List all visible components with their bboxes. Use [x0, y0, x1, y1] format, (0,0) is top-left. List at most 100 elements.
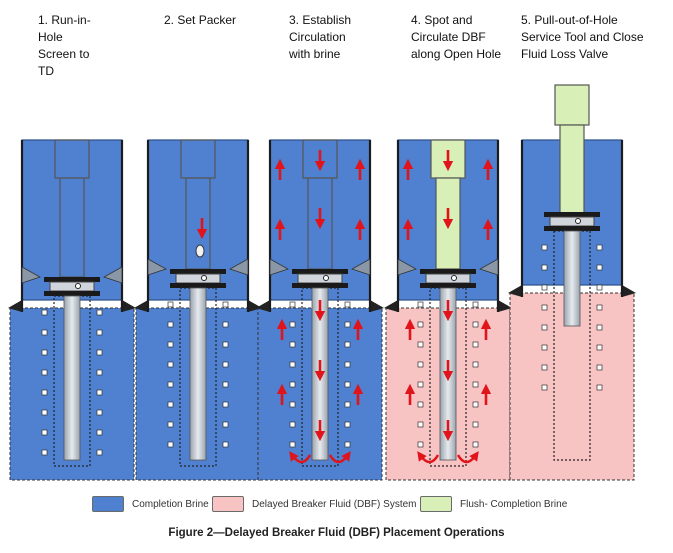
legend-completion-brine: Completion Brine: [92, 494, 209, 514]
work-string-box: [180, 139, 216, 179]
wellbore-step-3: [256, 139, 384, 481]
screen-port: [289, 421, 296, 428]
packer-bar-top: [170, 269, 226, 274]
slip-right: [479, 258, 499, 276]
work-string: [559, 124, 585, 226]
screen-port: [541, 344, 548, 351]
crossover-port: [75, 283, 81, 289]
step-3-title: 3. Establish Circulation with brine: [289, 13, 352, 61]
screen-port: [289, 341, 296, 348]
packer-body: [425, 273, 471, 284]
slip-right: [351, 258, 371, 276]
slip-left: [147, 258, 167, 276]
screen-port: [472, 361, 479, 368]
packer-bar-top: [544, 212, 600, 217]
screen-port: [96, 389, 103, 396]
screen-port: [596, 344, 603, 351]
slip-left: [21, 266, 41, 284]
casing-shoe-right: [622, 285, 636, 297]
screen-port: [541, 384, 548, 391]
slip-left: [269, 258, 289, 276]
screen-port: [417, 301, 424, 308]
packer-bar-top: [44, 277, 100, 282]
screen-port: [222, 381, 229, 388]
screen-port: [596, 264, 603, 271]
screen-port: [344, 361, 351, 368]
screen-port: [417, 381, 424, 388]
crossover-port: [451, 275, 457, 281]
screen-port: [167, 401, 174, 408]
casing-shoe-left: [8, 300, 22, 312]
step-4-title: 4. Spot and Circulate DBF along Open Hol…: [411, 13, 502, 61]
screen-port: [167, 361, 174, 368]
screen-port: [41, 329, 48, 336]
legend-label-flush: Flush- Completion Brine: [460, 498, 568, 510]
packer-bar-bottom: [292, 283, 348, 288]
screen-port: [222, 301, 229, 308]
work-string: [59, 177, 85, 278]
screen-port: [41, 349, 48, 356]
screen-port: [167, 321, 174, 328]
packer-bar-bottom: [420, 283, 476, 288]
screen-port: [472, 441, 479, 448]
screen-port: [472, 421, 479, 428]
casing-shoe-left: [508, 285, 522, 297]
slip-right: [103, 266, 123, 284]
slip-left: [397, 258, 417, 276]
return-arrow-right: [328, 451, 351, 464]
wellbore-step-5: [508, 84, 636, 481]
screen-port: [596, 384, 603, 391]
screen-port: [541, 244, 548, 251]
screen-port: [344, 421, 351, 428]
screen-port: [222, 361, 229, 368]
screen-port: [417, 401, 424, 408]
screen-port: [541, 324, 548, 331]
wellbore-step-4: [384, 139, 512, 481]
screen-port: [96, 369, 103, 376]
screen-port: [472, 381, 479, 388]
screen-port: [596, 244, 603, 251]
screen-port: [41, 389, 48, 396]
screen-port: [96, 409, 103, 416]
screen-port: [417, 421, 424, 428]
crossover-port: [575, 218, 581, 224]
screen-port: [344, 401, 351, 408]
return-arrow-left: [417, 451, 440, 464]
screen-port: [344, 321, 351, 328]
step-2-title: 2. Set Packer: [164, 13, 237, 27]
screen-port: [472, 401, 479, 408]
work-string-box: [430, 139, 466, 179]
wash-pipe: [563, 230, 581, 327]
wellbore-step-1: [8, 139, 136, 481]
packer-body: [175, 273, 221, 284]
screen-port: [289, 301, 296, 308]
screen-port: [167, 421, 174, 428]
screen-port: [96, 329, 103, 336]
screen-port: [222, 401, 229, 408]
casing-shoe-right: [498, 300, 512, 312]
screen-port: [417, 341, 424, 348]
legend-swatch-flush: [420, 496, 452, 512]
return-arrow-left: [289, 451, 312, 464]
screen-port: [541, 264, 548, 271]
legend-label-brine: Completion Brine: [132, 498, 209, 510]
screen-port: [596, 304, 603, 311]
screen-port: [417, 361, 424, 368]
screen-port: [289, 381, 296, 388]
step-5-title: 5. Pull-out-of-Hole Service Tool and Clo…: [521, 13, 644, 61]
screen-port: [167, 381, 174, 388]
work-string-box: [54, 139, 90, 179]
screen-port: [344, 381, 351, 388]
crossover-port: [323, 275, 329, 281]
packer-body: [549, 216, 595, 227]
casing-shoe-left: [256, 300, 270, 312]
wellbore-step-2: [134, 139, 262, 481]
legend-swatch-brine: [92, 496, 124, 512]
screen-port: [596, 364, 603, 371]
packer-body: [49, 281, 95, 292]
setting-ball: [195, 244, 205, 258]
screen-port: [472, 321, 479, 328]
screen-port: [344, 441, 351, 448]
packer-body: [297, 273, 343, 284]
